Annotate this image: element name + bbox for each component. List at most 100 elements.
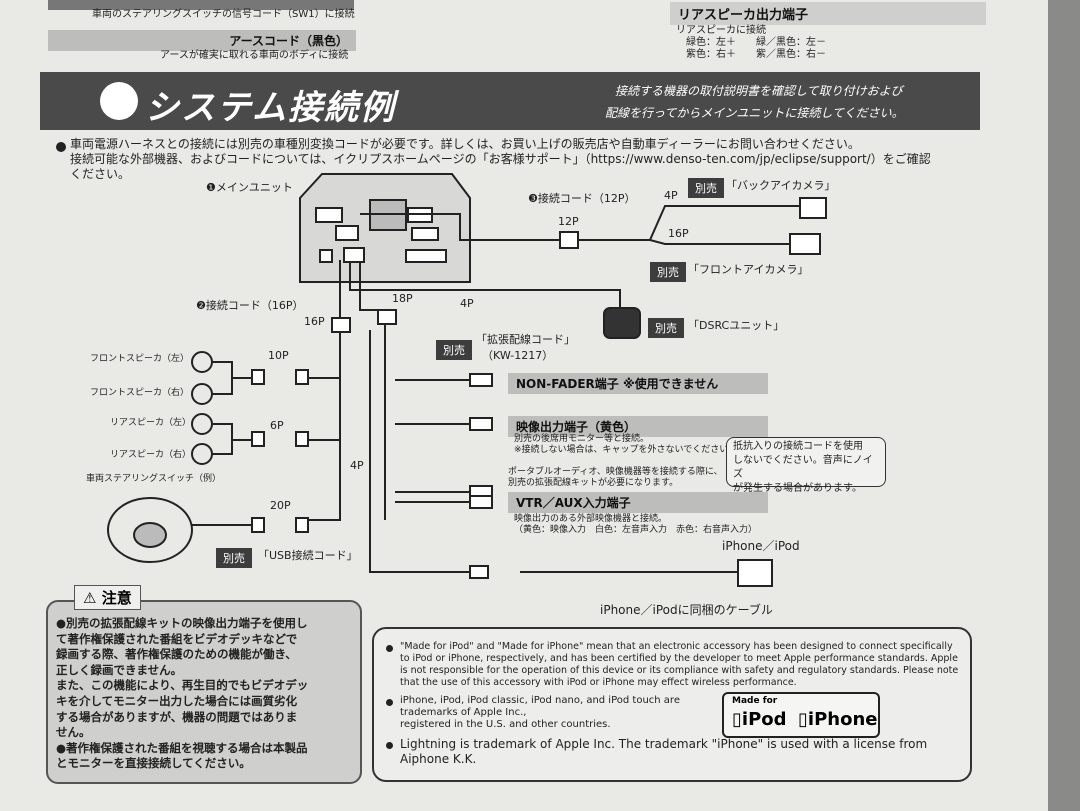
back-camera-tag: 別売 [688, 178, 724, 198]
p4-side-label: 4P [350, 459, 364, 472]
bundled-cable-label: iPhone／iPodに同梱のケーブル [600, 603, 773, 617]
note-mfi-text: "Made for iPod" and "Made for iPhone" me… [400, 641, 958, 689]
front-camera-tag: 別売 [650, 262, 686, 282]
caution-line: キを介してモニター出力した場合には画質劣化 [56, 693, 298, 708]
banner-note-2: 配線を行ってからメインユニットに接続してください。 [605, 106, 904, 120]
vtr-aux-terminal: VTR／AUX入力端子 [508, 492, 768, 513]
ext-cord-tag: 別売 [436, 340, 472, 360]
p4-top-label: 4P [664, 189, 678, 202]
p18-label: 18P [392, 292, 413, 305]
note-lightning-text: Lightning is trademark of Apple Inc. The… [400, 737, 927, 767]
note-line: Aiphone K.K. [400, 752, 477, 766]
cord-12p-label: ❸接続コード（12P） [528, 192, 636, 205]
back-camera-label: 「バックアイカメラ」 [726, 179, 836, 192]
color-purple-black: 紫／黒色：右－ [756, 49, 826, 60]
caution-line: ●別売の拡張配線キットの映像出力端子を使用し [56, 616, 308, 630]
intro-bullet-icon [56, 142, 66, 152]
earth-label: アースコード（黒色） [48, 30, 356, 51]
caution-line: 正しく録画できません。 [56, 662, 183, 677]
banner-note-1: 接続する機器の取付説明書を確認して取り付けおよび [615, 84, 903, 98]
ext-cord-label: 「拡張配線コード」 [476, 333, 575, 346]
section-title: システム接続例 [145, 88, 396, 128]
p10-label: 10P [268, 349, 289, 362]
mfi-ipod: ▯iPod [732, 709, 787, 730]
earth-desc: アースが確実に取れる車両のボディに接続 [160, 50, 349, 61]
vtr-desc-2: （黄色：映像入力 白色：左音声入力 赤色：右音声入力） [514, 525, 758, 535]
note-line: is not responsible for the operation of … [400, 665, 959, 676]
dsrc-label: 「DSRCユニット」 [688, 319, 785, 332]
iphone-ipod-label: iPhone／iPod [722, 539, 800, 553]
mfi-head: Made for [732, 696, 778, 706]
noise-warning-3: が発生する場合があります。 [733, 483, 862, 494]
caution-text: ●別売の拡張配線キットの映像出力端子を使用し て著作権保護された番組をビデオデッ… [56, 616, 308, 772]
caution-box: ●別売の拡張配線キットの映像出力端子を使用し て著作権保護された番組をビデオデッ… [46, 600, 362, 784]
caution-line: する場合がありますが、機器の問題ではありま [56, 709, 298, 724]
note-line: "Made for iPod" and "Made for iPhone" me… [400, 641, 953, 652]
note-bullet-icon [386, 645, 393, 652]
note-line: that the use of this accessory with iPod… [400, 677, 797, 688]
back-camera-shape [799, 197, 827, 219]
note-line: to iPod or iPhone, respectively, and has… [400, 653, 958, 664]
video-out-terminal: 映像出力端子（黄色） [508, 416, 768, 437]
note-line: Lightning is trademark of Apple Inc. The… [400, 737, 928, 751]
main-unit-label: ❶メインユニット [206, 181, 293, 194]
intro-line-1: 車両電源ハーネスとの接続には別売の車種別変換コードが必要です。詳しくは、お買い上… [70, 137, 860, 151]
wiring-diagram [107, 173, 827, 587]
color-green: 緑色：左＋ [686, 37, 736, 48]
mfi-ipod-text: iPod [741, 709, 787, 730]
usb-cord-tag: 別売 [216, 548, 252, 568]
note-bullet-icon [386, 742, 393, 749]
noise-warning-2: しないでください。音声にノイズ [733, 455, 873, 480]
dsrc-tag: 別売 [648, 318, 684, 338]
color-green-black: 緑／黒色：左－ [756, 37, 826, 48]
caution-line: また、この機能により、再生目的でもビデオデッ [56, 678, 309, 693]
front-camera-label: 「フロントアイカメラ」 [688, 263, 809, 276]
note-line: registered in the U.S. and other countri… [400, 719, 611, 730]
note-bullet-icon [386, 699, 393, 706]
p20-label: 20P [270, 499, 291, 512]
note-line: trademarks of Apple Inc., [400, 707, 527, 718]
banner-dot-icon [100, 82, 138, 120]
vtr-desc-1: 映像出力のある外部映像機器と接続。 [514, 514, 668, 524]
rear-speaker-left-label: リアスピーカ（左） [110, 418, 192, 428]
iphone-icon: ▯ [798, 709, 808, 730]
note-trademark-text: iPhone, iPod, iPod classic, iPod nano, a… [400, 695, 680, 731]
p12-label: 12P [558, 215, 579, 228]
dsrc-shape [603, 307, 641, 339]
noise-warning-box: 抵抗入りの接続コードを使用 しないでください。音声にノイズ が発生する場合があり… [726, 437, 886, 494]
caution-line: せん。 [56, 725, 91, 740]
portable-note-1: ポータブルオーディオ、映像機器等を接続する際に、 [508, 467, 723, 477]
front-camera-shape [789, 233, 821, 255]
intro-line-2: 接続可能な外部機器、およびコードについては、イクリプスホームページの「お客様サポ… [70, 152, 931, 166]
ipod-device-shape [737, 559, 773, 587]
apple-notes-box: "Made for iPod" and "Made for iPhone" me… [372, 627, 972, 782]
usb-cord-label: 「USB接続コード」 [258, 549, 358, 562]
cord-16p-label: ❷接続コード（16P） [196, 299, 304, 312]
mfi-iphone: ▯iPhone [798, 709, 877, 730]
caution-line: て著作権保護された番組をビデオデッキなどで [56, 631, 298, 646]
noise-warning-1: 抵抗入りの接続コードを使用 [733, 441, 863, 452]
manual-page: 車両のステアリングスイッチの信号コード（SW1）に接続 アースコード（黒色） ア… [0, 0, 1048, 811]
p16-cam-label: 16P [668, 227, 689, 240]
p16-label: 16P [304, 315, 325, 328]
note-line: iPhone, iPod, iPod classic, iPod nano, a… [400, 695, 680, 706]
steering-code-desc: 車両のステアリングスイッチの信号コード（SW1）に接続 [92, 9, 355, 20]
video-out-desc-2: ※接続しない場合は、キャップを外さないでください。 [514, 445, 738, 455]
video-out-desc-1: 別売の後席用モニター等と接続。 [514, 434, 650, 444]
color-purple: 紫色：右＋ [686, 49, 736, 60]
intro-line-3: ください。 [70, 167, 131, 181]
caution-title: 注意 [101, 589, 132, 607]
caution-header: ⚠ 注意 [74, 585, 141, 610]
steering-code-bar [48, 0, 354, 10]
caution-line: とモニターを直接接続してください。 [56, 756, 251, 771]
steering-label: 車両ステアリングスイッチ（例） [86, 474, 222, 484]
ipod-icon: ▯ [732, 709, 742, 730]
ext-cord-model: （KW-1217） [482, 349, 554, 362]
portable-note-2: 別売の拡張配線キットが必要になります。 [508, 478, 679, 488]
rear-speaker-terminal: リアスピーカ出力端子 [670, 2, 986, 25]
caution-line: ●著作権保護された番組を視聴する場合は本製品 [56, 740, 308, 755]
non-fader-terminal: NON-FADER端子 ※使用できません [508, 373, 768, 394]
caution-line: 録画する際、著作権保護のための機能が働き、 [56, 647, 297, 662]
made-for-ipod-iphone-logo: Made for ▯iPod ▯iPhone [722, 692, 880, 738]
rear-speaker-connect: リアスピーカに接続 [676, 25, 766, 36]
